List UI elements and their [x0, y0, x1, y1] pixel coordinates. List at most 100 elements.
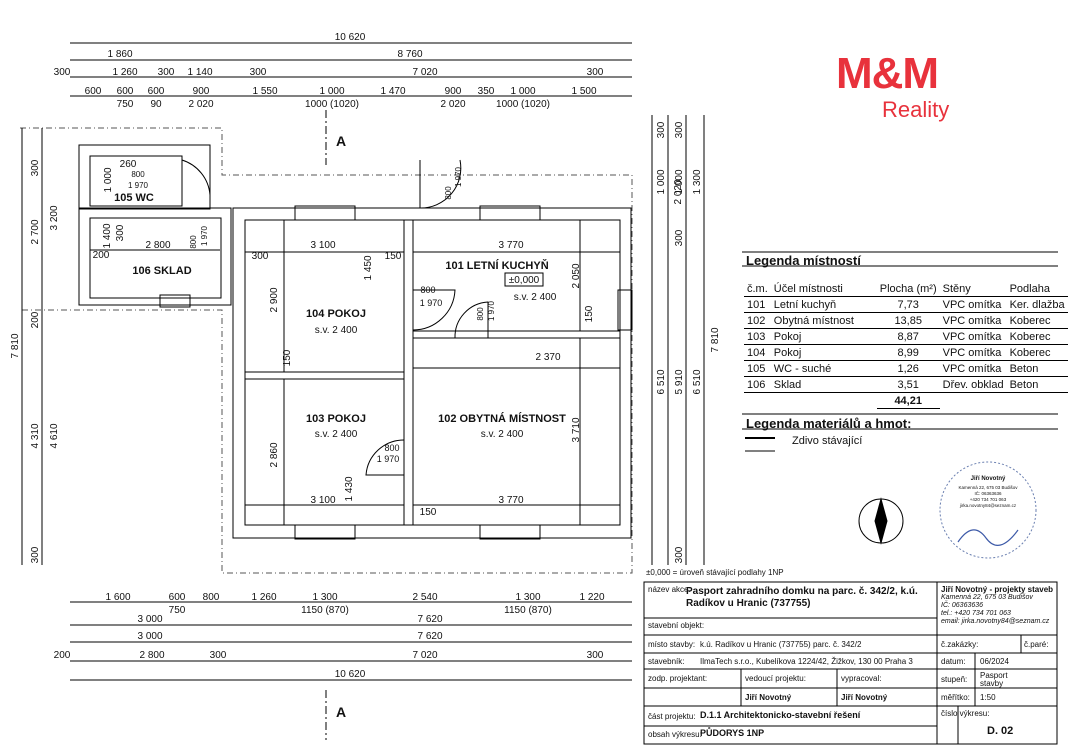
- dim-top-3e: 300: [250, 67, 267, 78]
- dim-overall-top: 10 620: [335, 32, 366, 43]
- stamp-name: Jiří Novotný: [970, 476, 1006, 482]
- dim-right-6510a: 6 510: [656, 369, 667, 394]
- cell: VPC omítka: [939, 296, 1007, 313]
- dim-103-1970: 1 970: [377, 454, 400, 464]
- dim-top-4b2: 90: [150, 99, 162, 110]
- room-104-label: 104 POKOJ: [306, 308, 366, 320]
- dim-right-1000a: 1 000: [656, 169, 667, 194]
- dim-101-800b: 800: [476, 307, 485, 321]
- tb-drawing-no-value: D. 02: [987, 725, 1014, 737]
- total-area: 44,21: [876, 392, 940, 409]
- dim-top-3f: 7 020: [412, 67, 437, 78]
- section-mark-top: A: [336, 133, 346, 149]
- dim-101-3770: 3 770: [498, 240, 523, 251]
- dim-103-150: 150: [420, 507, 437, 518]
- dim-wc-1000: 1 000: [103, 167, 114, 192]
- dim-top-4b5: 2 020: [440, 99, 465, 110]
- tb-place-value: k.ú. Radíkov u Hranic (737755) parc. č. …: [700, 640, 862, 649]
- tb-author-title: Jiří Novotný - projekty staveb: [941, 585, 1054, 594]
- dim-top-4b1: 750: [117, 99, 134, 110]
- dim-right-2020: 2 020: [673, 179, 684, 204]
- tb-stage-value-2: stavby: [980, 679, 1004, 688]
- dim-top-4b: 600: [117, 86, 134, 97]
- cell: 101: [744, 296, 771, 313]
- dim-101-1970a: 1 970: [454, 166, 463, 187]
- cell: Pokoj: [770, 344, 877, 361]
- dim-bot-2b: 7 620: [417, 614, 442, 625]
- dim-top-4f: 1 000: [319, 86, 344, 97]
- brand-logo: M&M: [836, 49, 939, 98]
- tb-investor-value: IlmaTech s.r.o., Kubelíkova 1224/42, Žiž…: [700, 657, 913, 666]
- tb-place-label: místo stavby:: [648, 640, 696, 649]
- dim-101-800a: 800: [444, 186, 453, 200]
- room-103-sv: s.v. 2 400: [315, 429, 358, 440]
- table-header-row: č.m. Účel místnosti Plocha (m²) Stěny Po…: [744, 281, 1068, 297]
- tb-scale-value: 1:50: [980, 693, 996, 702]
- tb-order-label: č.zakázky:: [941, 640, 979, 649]
- tb-scale-label: měřítko:: [941, 693, 970, 702]
- dim-bot-4c: 300: [210, 650, 227, 661]
- table-total-row: 44,21: [744, 392, 1068, 409]
- dim-right-1000b: 1 000: [674, 169, 685, 194]
- dim-bot-1h: 1 220: [579, 592, 604, 603]
- dim-103-2860: 2 860: [269, 442, 280, 467]
- dim-top-4a: 600: [85, 86, 102, 97]
- dim-bot-1b2: 1150 (870): [301, 605, 349, 616]
- dim-bot-1f: 2 540: [412, 592, 437, 603]
- dim-top-4k: 1 500: [571, 86, 596, 97]
- tb-author-line: Kamenná 22, 675 03 Budišov: [941, 594, 1033, 601]
- tb-resp-label: zodp. projektant:: [648, 674, 708, 683]
- dim-bot-1b3: 1150 (870): [504, 605, 552, 616]
- dim-104-1450: 1 450: [363, 255, 374, 280]
- dim-right-1300: 1 300: [692, 169, 703, 194]
- legend-material-item: Zdivo stávající: [792, 435, 863, 447]
- tb-date-value: 06/2024: [980, 657, 1009, 666]
- dim-top-3c: 300: [158, 67, 175, 78]
- dim-sklad-2800: 2 800: [145, 240, 170, 251]
- dim-102-3710: 3 710: [571, 417, 582, 442]
- cell: 8,99: [876, 344, 940, 361]
- tb-date-label: datum:: [941, 657, 966, 666]
- tb-copy-label: č.paré:: [1024, 640, 1049, 649]
- dim-top-2b: 8 760: [397, 49, 422, 60]
- dim-top-4b6: 1000 (1020): [496, 99, 550, 110]
- plan-note: ±0,000 = úroveň stávající podlahy 1NP: [646, 568, 784, 577]
- dim-sklad-300: 300: [115, 224, 126, 241]
- dim-left-3200: 3 200: [49, 205, 60, 230]
- dim-bot-3b: 7 620: [417, 631, 442, 642]
- dim-sklad-200: 200: [93, 250, 110, 261]
- dim-104-150v: 150: [282, 349, 293, 366]
- room-105-label: 105 WC: [114, 192, 154, 204]
- tb-stage-label: stupeň:: [941, 675, 968, 684]
- cell: Koberec: [1006, 312, 1068, 329]
- cell: Ker. dlažba: [1006, 296, 1068, 313]
- cell: 8,87: [876, 328, 940, 345]
- dim-103-800: 800: [384, 443, 399, 453]
- dim-103-3100: 3 100: [310, 495, 335, 506]
- dim-bot-1a: 1 600: [105, 592, 130, 603]
- dim-left-4310: 4 310: [30, 423, 41, 448]
- dim-bot-4e: 300: [587, 650, 604, 661]
- col-header: Podlaha: [1006, 281, 1068, 297]
- cell: 102: [744, 312, 771, 329]
- tb-part-value: D.1.1 Architektonicko-stavební řešení: [700, 710, 861, 720]
- dim-101-1970b: 1 970: [487, 300, 496, 321]
- room-101-label: 101 LETNÍ KUCHYŇ: [445, 259, 548, 272]
- dim-102-3770: 3 770: [498, 495, 523, 506]
- dim-top-4d: 900: [193, 86, 210, 97]
- tb-investor-label: stavebník:: [648, 657, 685, 666]
- room-104-sv: s.v. 2 400: [315, 325, 358, 336]
- cell: 106: [744, 376, 771, 393]
- dim-sklad-800: 800: [189, 235, 198, 249]
- dim-right-300c: 300: [674, 229, 685, 246]
- dim-overall-bottom: 10 620: [335, 669, 366, 680]
- dim-top-3g: 300: [587, 67, 604, 78]
- tb-action-value: Pasport zahradního domku na parc. č. 342…: [686, 586, 918, 609]
- dim-top-4b3: 2 020: [188, 99, 213, 110]
- cell: Koberec: [1006, 344, 1068, 361]
- dim-bot-1b1: 750: [169, 605, 186, 616]
- legend-rooms-title: Legenda místností: [746, 253, 861, 268]
